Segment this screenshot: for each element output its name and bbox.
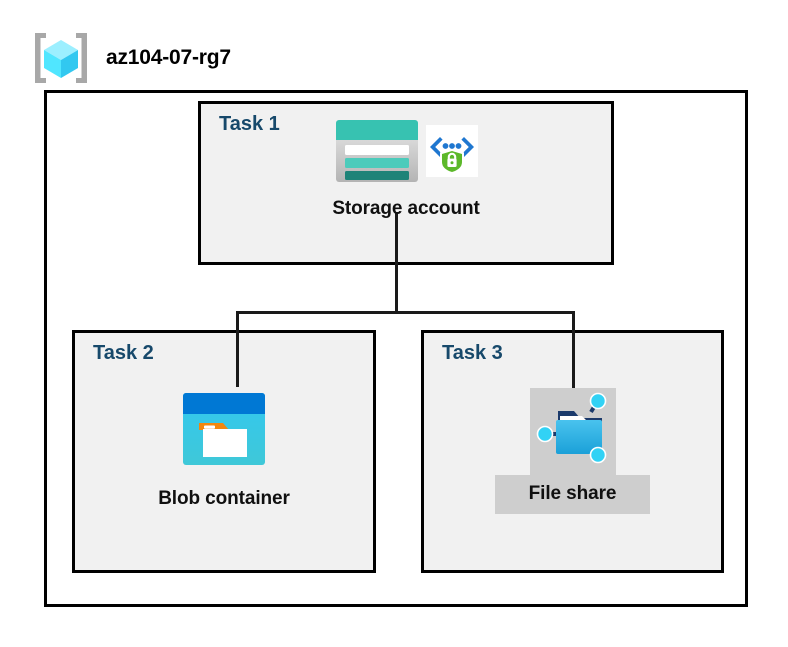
connector-to-blob-container [236,311,239,387]
storage-account-icon [334,118,420,189]
storage-account-icon-row [334,116,478,190]
task-2-label: Task 2 [93,342,154,364]
storage-account-node: Storage account [198,116,614,220]
connector-horizontal-bus [236,311,575,314]
task-1-label: Task 1 [219,113,280,135]
task-3-label: Task 3 [442,342,503,364]
connector-storage-trunk [395,212,398,313]
azure-resource-group-icon [30,30,92,86]
storage-account-caption: Storage account [332,198,480,219]
secure-identity-shield-icon [426,124,478,182]
connector-to-file-share [572,311,575,388]
file-share-folder-icon [536,392,610,469]
blob-container-node: Blob container [72,392,376,510]
file-share-node: File share [421,388,724,514]
blob-container-icon [182,392,266,471]
file-share-caption: File share [528,483,617,504]
resource-group-title: az104-07-rg7 [106,46,231,69]
blob-container-caption: Blob container [158,488,290,509]
file-share-caption-backdrop: File share [494,475,651,514]
file-share-icon-backdrop [529,388,616,475]
resource-group-header: az104-07-rg7 [30,30,231,86]
